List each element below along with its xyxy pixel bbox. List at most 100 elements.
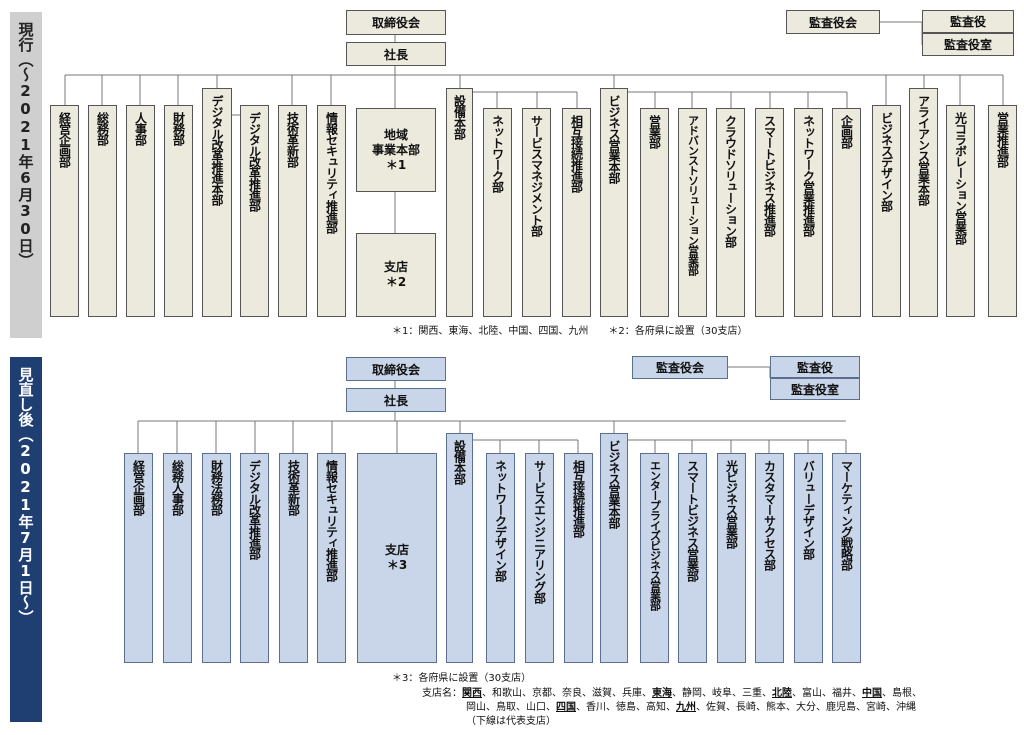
- current-date-range: （〜2021年6月30日）: [16, 52, 35, 268]
- current-dept-label: 財務部: [171, 112, 186, 145]
- current-dept-box: 財務部: [164, 105, 193, 317]
- current-dept-label: 総務部: [95, 112, 110, 145]
- after-dept-label: 総務人事部: [170, 460, 185, 515]
- after-dept-label: 経営企画部: [131, 460, 146, 515]
- current-branch-label: 支店 ＊2: [383, 260, 408, 289]
- after-board-box: 取締役会: [346, 357, 446, 381]
- after-dept-label: 相互接続推進部: [571, 460, 586, 537]
- after-auditor-box: 監査役: [770, 356, 860, 378]
- current-regional-hq-label: 地域 事業本部 ＊1: [371, 127, 420, 172]
- current-dept-box: スマートビジネス推進部: [755, 108, 784, 317]
- current-dept-box: 人事部: [126, 105, 155, 317]
- after-dept-label: スマートビジネス営業部: [685, 460, 700, 581]
- current-dept-label: 技術革新部: [285, 112, 300, 167]
- representative-branch-name: 中国: [862, 688, 882, 699]
- after-dept-label: バリューデザイン部: [801, 460, 816, 559]
- branch-name-text: 、富山、福井、: [792, 688, 862, 699]
- after-dept-box: サービスエンジニアリング部: [525, 453, 554, 663]
- current-dept-box: ネットワーク部: [483, 108, 512, 317]
- current-dept-label: ネットワーク営業推進部: [801, 115, 816, 236]
- after-audit-board-label: 監査役会: [655, 361, 704, 375]
- branch-name-text: 、香川、徳島、高知、: [576, 702, 676, 713]
- current-dept-box: ビジネスデザイン部: [872, 105, 901, 317]
- representative-branch-name: 四国: [556, 702, 576, 713]
- current-dept-label: 人事部: [133, 112, 148, 145]
- current-business-hq-box: ビジネス営業本部: [600, 88, 628, 317]
- current-dept-label: スマートビジネス推進部: [762, 115, 777, 236]
- after-dept-label: ビジネス営業本部: [607, 440, 621, 528]
- after-board-label: 取締役会: [371, 362, 420, 377]
- current-auditor-office-label: 監査役室: [943, 38, 992, 52]
- after-dept-box: ネットワークデザイン部: [486, 453, 515, 663]
- current-dept-box: アライアンス営業本部: [909, 88, 938, 317]
- after-dept-box: カスタマーサクセス部: [755, 453, 784, 663]
- current-section-label: 現行（〜2021年6月30日）: [10, 12, 42, 338]
- current-dept-label: 営業部: [647, 115, 662, 148]
- after-equipment-hq-box: 設備本部: [446, 433, 473, 663]
- current-dept-box: 企画部: [832, 108, 861, 317]
- current-regional-hq-box: 地域 事業本部 ＊1: [356, 108, 436, 192]
- after-dept-label: 情報セキュリティ推進部: [324, 460, 339, 581]
- after-dept-label: カスタマーサクセス部: [762, 460, 777, 570]
- current-title: 現行: [16, 22, 35, 52]
- current-dept-label: ネットワーク部: [490, 115, 505, 192]
- after-auditor-office-label: 監査役室: [790, 382, 839, 397]
- current-audit-board-label: 監査役会: [808, 15, 857, 30]
- branch-name-text: 、静岡、岐阜、三重、: [672, 688, 772, 699]
- current-dept-box: アドバンストソリューション営業部: [678, 108, 707, 317]
- representative-branch-name: 関西: [462, 688, 482, 699]
- after-dept-label: エンタープライズビジネス営業部: [648, 460, 662, 610]
- current-dept-box: 営業推進部: [988, 105, 1017, 317]
- current-president-box: 社長: [346, 42, 446, 66]
- current-dept-box: 営業部: [640, 108, 669, 317]
- current-dept-label: サービスマネジメント部: [529, 115, 544, 236]
- current-dept-label: 設備本部: [452, 95, 467, 139]
- current-dept-label: ビジネス営業本部: [607, 95, 621, 183]
- branch-name-text: 、和歌山、京都、奈良、滋賀、兵庫、: [482, 688, 652, 699]
- current-dept-label: 企画部: [839, 115, 854, 148]
- current-dept-label: アドバンストソリューション営業部: [686, 115, 700, 275]
- current-dept-label: ビジネスデザイン部: [879, 112, 894, 211]
- current-dept-label: 情報セキュリティ推進部: [324, 112, 339, 233]
- after-branch-box: 支店 ＊3: [357, 453, 437, 663]
- current-equipment-hq-box: 設備本部: [446, 88, 473, 317]
- after-dept-box: 技術革新部: [279, 453, 308, 663]
- current-auditor-label: 監査役: [949, 15, 986, 29]
- after-president-label: 社長: [383, 393, 408, 408]
- after-auditor-office-box: 監査役室: [770, 378, 860, 400]
- current-dept-box: 相互接続推進部: [562, 108, 591, 317]
- current-dept-label: アライアンス営業本部: [916, 95, 931, 205]
- after-dept-label: 設備本部: [452, 440, 467, 484]
- after-branch-list-line1: 支店名：関西、和歌山、京都、奈良、滋賀、兵庫、東海、静岡、岐阜、三重、北陸、富山…: [422, 684, 922, 699]
- after-underline-note: （下線は代表支店）: [466, 716, 556, 727]
- after-dept-box: エンタープライズビジネス営業部: [640, 453, 669, 663]
- current-dept-label: 営業推進部: [995, 112, 1010, 167]
- after-title: 見直し後: [16, 367, 35, 427]
- after-dept-box: バリューデザイン部: [794, 453, 823, 663]
- current-auditor-box: 監査役: [922, 10, 1014, 33]
- after-dept-label: ネットワークデザイン部: [493, 460, 508, 581]
- current-dept-label: 光コラボレーション営業部: [953, 112, 968, 244]
- after-dept-box: 相互接続推進部: [564, 453, 593, 663]
- after-branch-list-line2: 岡山、鳥取、山口、四国、香川、徳島、高知、九州、佐賀、長崎、熊本、大分、鹿児島、…: [466, 698, 916, 713]
- after-dept-box: 財務法務部: [202, 453, 231, 663]
- branch-name-text: 、島根、: [882, 688, 922, 699]
- current-dept-box: 情報セキュリティ推進部: [317, 105, 346, 317]
- current-dept-label: 相互接続推進部: [569, 115, 584, 192]
- current-dept-box: 技術革新部: [278, 105, 307, 317]
- current-dept-box: デジタル改革推進部: [240, 105, 269, 317]
- after-dept-box: 情報セキュリティ推進部: [317, 453, 346, 663]
- after-business-hq-box: ビジネス営業本部: [600, 433, 628, 663]
- current-dept-label: 経営企画部: [57, 112, 72, 167]
- current-dept-box: デジタル改革推進本部: [202, 88, 232, 317]
- after-dept-box: 総務人事部: [163, 453, 192, 663]
- after-auditor-label: 監査役: [796, 360, 833, 375]
- current-dept-label: クラウドソリューション部: [723, 115, 738, 247]
- current-dept-label: デジタル改革推進本部: [210, 95, 224, 205]
- after-dept-label: マーケティング戦略部: [839, 460, 854, 570]
- after-audit-board-box: 監査役会: [632, 356, 728, 379]
- after-dept-label: 財務法務部: [209, 460, 224, 515]
- after-dept-box: スマートビジネス営業部: [678, 453, 707, 663]
- after-dept-box: マーケティング戦略部: [832, 453, 861, 663]
